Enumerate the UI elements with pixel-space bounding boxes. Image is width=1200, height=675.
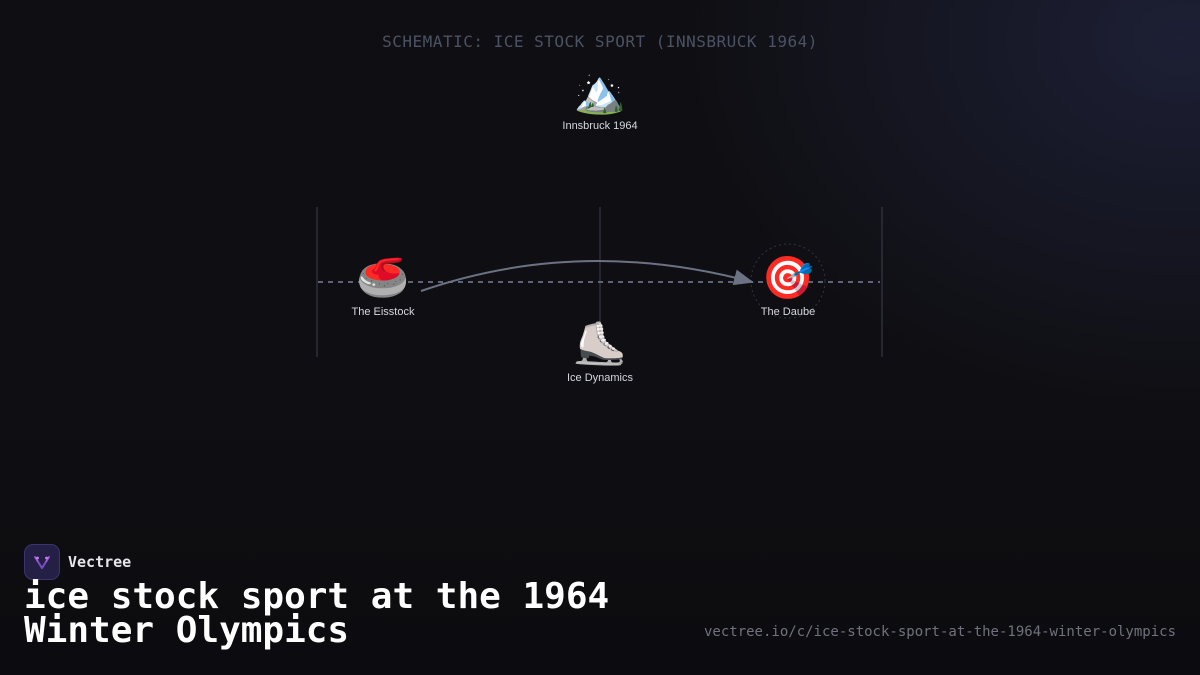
source-url[interactable]: vectree.io/c/ice-stock-sport-at-the-1964… bbox=[703, 624, 1176, 640]
node-ice-dynamics: ⛸️ Ice Dynamics bbox=[520, 319, 680, 385]
node-label-eisstock: The Eisstock bbox=[351, 306, 415, 318]
mountain-icon: 🏔️ bbox=[573, 67, 627, 116]
schematic-title: SCHEMATIC: ICE STOCK SPORT (INNSBRUCK 19… bbox=[382, 32, 818, 51]
brand: Vectree bbox=[24, 544, 131, 580]
node-innsbruck: 🏔️ Innsbruck 1964 bbox=[520, 67, 680, 133]
node-label-ice-dynamics: Ice Dynamics bbox=[566, 372, 634, 384]
ice-skate-icon: ⛸️ bbox=[573, 319, 627, 368]
brand-name: Vectree bbox=[68, 553, 132, 571]
node-eisstock: 🥌 The Eisstock bbox=[303, 253, 463, 319]
node-label-daube: The Daube bbox=[760, 306, 816, 318]
node-daube: 🎯 The Daube bbox=[708, 253, 868, 319]
target-icon: 🎯 bbox=[761, 253, 815, 302]
vectree-logo-icon bbox=[24, 544, 60, 580]
page-headline: ice stock sport at the 1964 Winter Olymp… bbox=[24, 576, 610, 651]
node-label-innsbruck: Innsbruck 1964 bbox=[562, 120, 638, 132]
throw-trajectory-arrow bbox=[420, 260, 754, 292]
curling-stone-icon: 🥌 bbox=[356, 253, 410, 302]
